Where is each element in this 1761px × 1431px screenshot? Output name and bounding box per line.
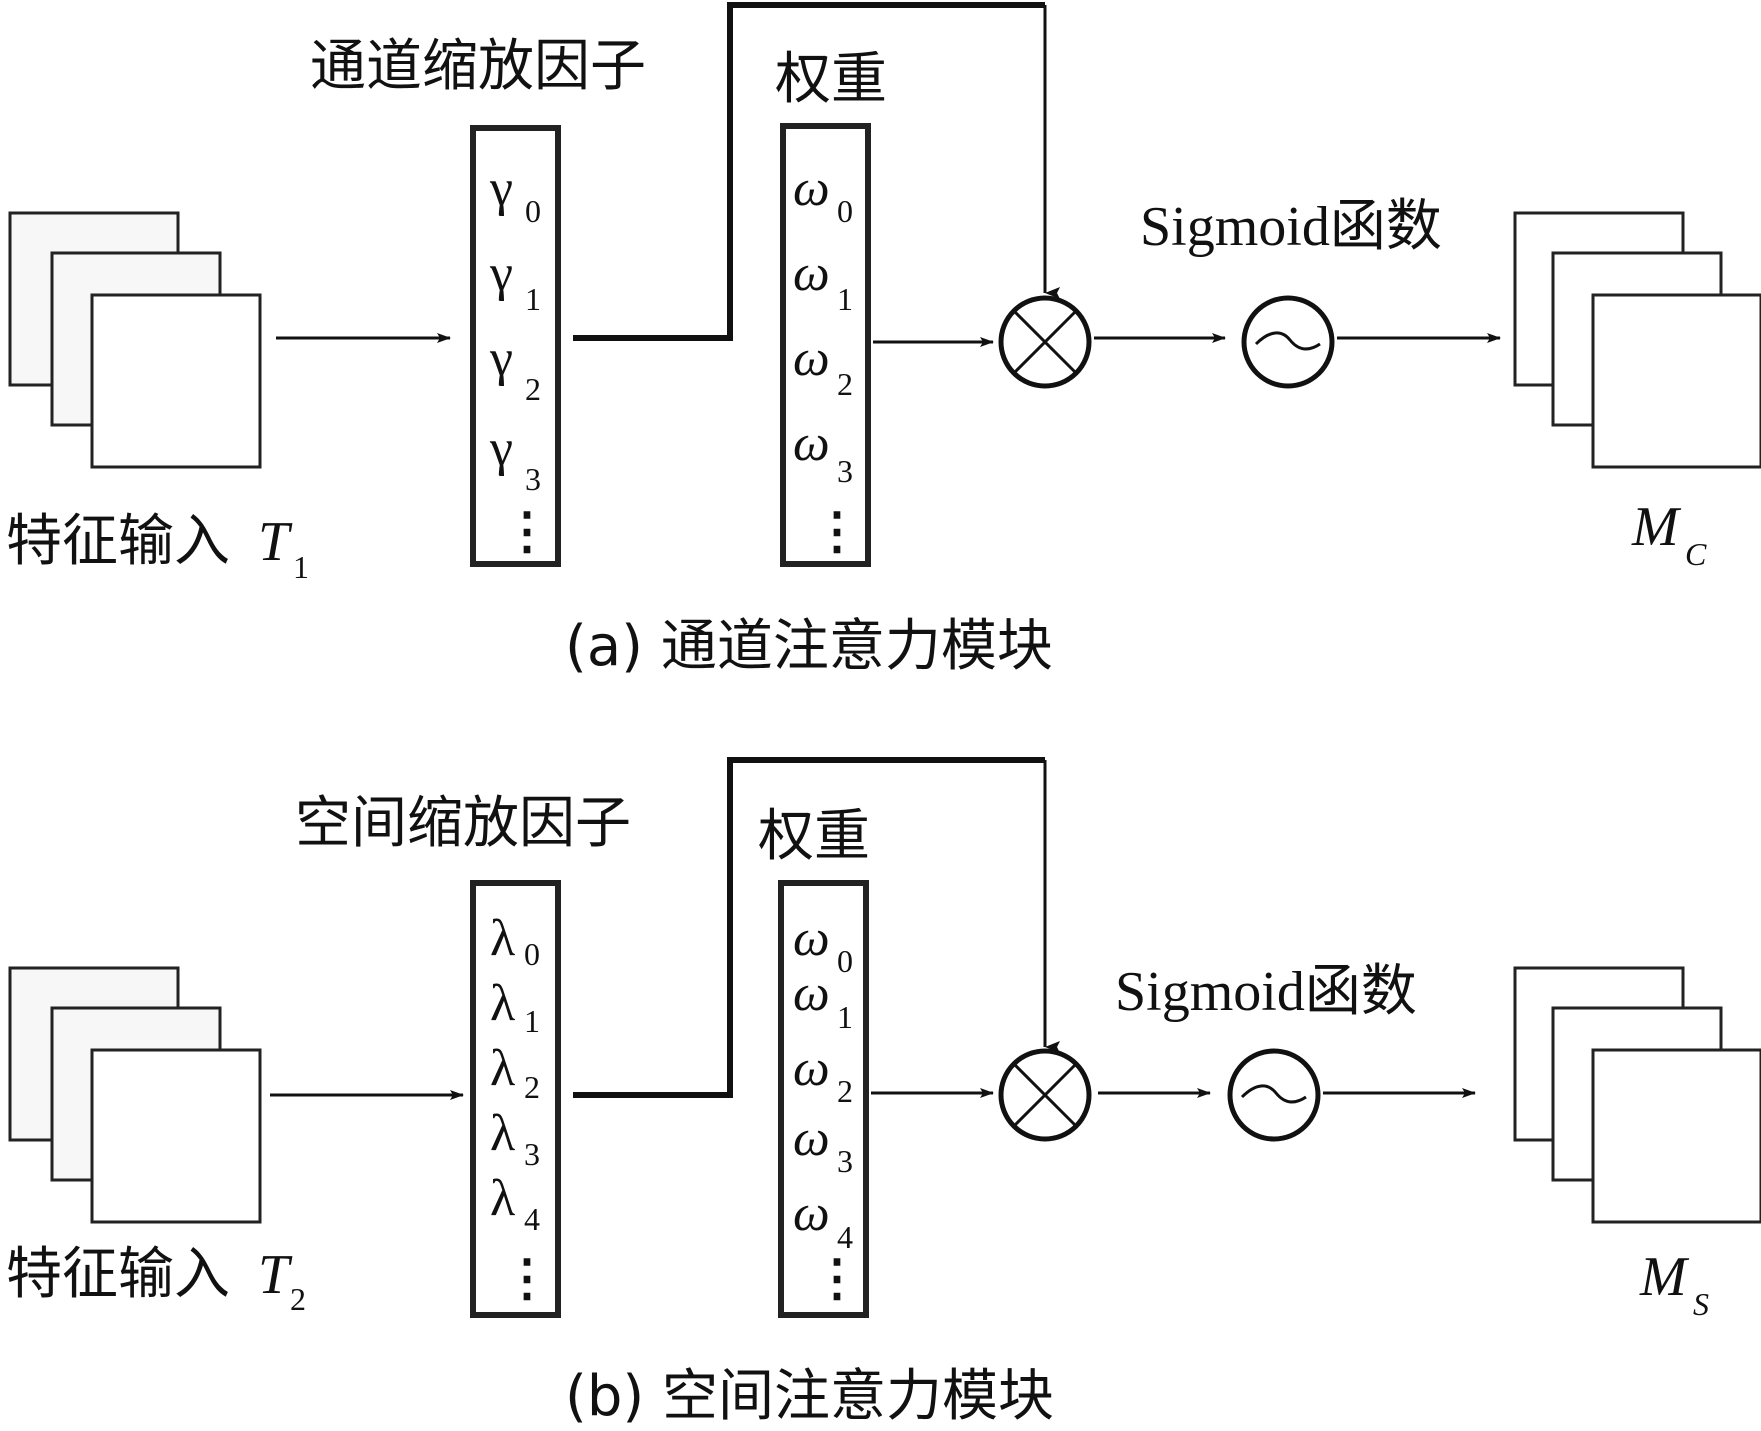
weight-symbol: ω	[793, 1110, 830, 1167]
scale-symbol: γ	[489, 420, 513, 477]
weight-list: ω 0 ω 1 ω 2 ω 3 ⋮	[793, 160, 862, 559]
weight-symbol: ω	[793, 330, 830, 387]
sigmoid-label: Sigmoid函数	[1140, 196, 1442, 258]
input-label: 特征输入	[6, 509, 230, 574]
input-var: T	[258, 1244, 293, 1306]
scale-symbol: λ	[490, 1170, 515, 1227]
panel-a: 特征输入 T 1 通道缩放因子 γ 0 γ 1 γ 2 γ 3 ⋮ 权重 ω 0…	[6, 2, 1761, 679]
input-label: 特征输入	[6, 1242, 230, 1307]
scale-sub: 3	[524, 1136, 540, 1172]
output-var: M	[1639, 1246, 1690, 1308]
weight-sub: 1	[837, 999, 853, 1035]
scale-factor-label: 通道缩放因子	[310, 34, 646, 99]
scale-factor-box	[470, 880, 561, 1318]
weight-list: ω 0 ω 1 ω 2 ω 3 ω 4 ⋮	[793, 910, 862, 1306]
weight-sub: 1	[837, 281, 853, 317]
weight-symbol: ω	[793, 910, 830, 967]
sigmoid-icon	[1241, 295, 1335, 389]
scale-factor-label: 空间缩放因子	[295, 791, 631, 856]
scale-symbol: λ	[490, 975, 515, 1032]
output-sub: S	[1693, 1286, 1709, 1322]
output-sub: C	[1685, 536, 1707, 572]
weight-label: 权重	[775, 47, 887, 112]
scale-symbol: γ	[489, 330, 513, 387]
weight-symbol: ω	[793, 1185, 830, 1242]
weight-sub: 3	[837, 1143, 853, 1179]
feature-map-stack-icon	[1513, 211, 1761, 469]
ellipsis: ⋮	[812, 1250, 862, 1306]
caption-b: (b) 空间注意力模块	[565, 1364, 1054, 1429]
weight-box	[780, 123, 871, 567]
scale-sub: 2	[525, 371, 541, 407]
scale-connector	[573, 757, 1045, 1098]
weight-symbol: ω	[793, 245, 830, 302]
sigmoid-label: Sigmoid函数	[1115, 961, 1417, 1023]
scale-sub: 3	[525, 461, 541, 497]
input-sub: 1	[293, 549, 309, 585]
ellipsis: ⋮	[502, 1250, 552, 1306]
weight-sub: 0	[837, 193, 853, 229]
ellipsis: ⋮	[812, 503, 862, 559]
scale-sub: 0	[525, 193, 541, 229]
scale-symbol: λ	[490, 1105, 515, 1162]
scale-factor-list: λ 0 λ 1 λ 2 λ 3 λ 4 ⋮	[490, 910, 552, 1306]
panel-b: 特征输入 T 2 空间缩放因子 λ 0 λ 1 λ 2 λ 3 λ 4 ⋮ 权重…	[6, 757, 1761, 1429]
feature-map-stack-icon	[8, 966, 262, 1224]
weight-symbol: ω	[793, 160, 830, 217]
scale-symbol: γ	[489, 245, 513, 302]
weight-symbol: ω	[793, 965, 830, 1022]
feature-map-stack-icon	[1513, 966, 1761, 1224]
scale-connector	[573, 2, 1045, 341]
scale-symbol: λ	[490, 910, 515, 967]
scale-sub: 4	[524, 1201, 540, 1237]
weight-sub: 3	[837, 453, 853, 489]
weight-symbol: ω	[793, 1040, 830, 1097]
input-var: T	[258, 511, 293, 573]
feature-map-stack-icon	[8, 211, 262, 469]
weight-symbol: ω	[793, 415, 830, 472]
caption-a: (a) 通道注意力模块	[565, 614, 1053, 679]
output-var: M	[1631, 496, 1682, 558]
scale-sub: 1	[524, 1003, 540, 1039]
input-sub: 2	[290, 1281, 306, 1317]
weight-box	[778, 880, 869, 1318]
scale-factor-list: γ 0 γ 1 γ 2 γ 3 ⋮	[489, 160, 552, 559]
scale-sub: 1	[525, 281, 541, 317]
scale-symbol: γ	[489, 160, 513, 217]
weight-sub: 0	[837, 943, 853, 979]
weight-sub: 2	[837, 1073, 853, 1109]
scale-symbol: λ	[490, 1040, 515, 1097]
weight-sub: 4	[837, 1219, 853, 1255]
multiply-circle-icon	[998, 295, 1092, 389]
weight-sub: 2	[837, 366, 853, 402]
scale-sub: 2	[524, 1069, 540, 1105]
sigmoid-icon	[1227, 1048, 1321, 1142]
ellipsis: ⋮	[502, 503, 552, 559]
scale-sub: 0	[524, 936, 540, 972]
multiply-circle-icon	[998, 1048, 1092, 1142]
weight-label: 权重	[758, 804, 870, 869]
scale-factor-box	[470, 125, 561, 567]
